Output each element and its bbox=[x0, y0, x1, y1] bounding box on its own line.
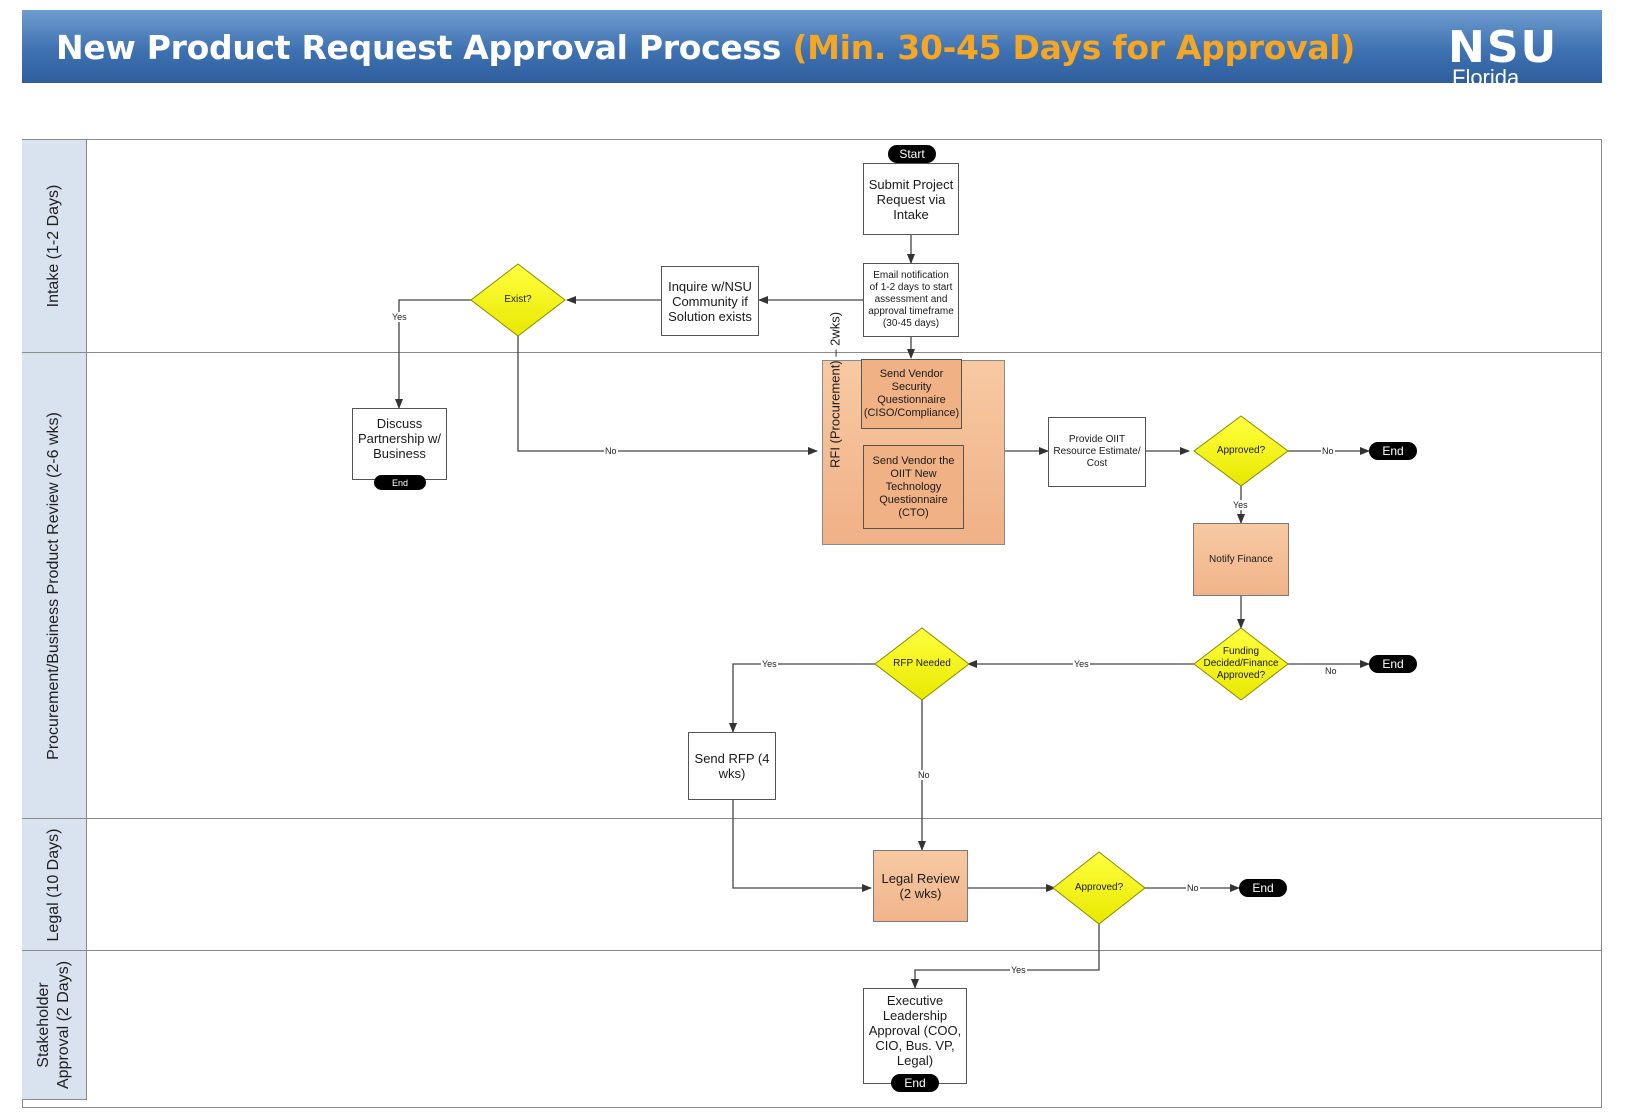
node-oiit-questionnaire: Send Vendor the OIIT New Technology Ques… bbox=[863, 445, 964, 529]
decision-approved1-label: Approved? bbox=[1216, 445, 1266, 456]
approved1-end-terminator: End bbox=[1369, 442, 1417, 460]
edge-exist-no bbox=[517, 336, 818, 455]
edge-sendrfp-legal bbox=[732, 800, 872, 892]
node-notify-finance: Notify Finance bbox=[1193, 523, 1289, 596]
lane-header-procurement: Procurement/Business Product Review (2-6… bbox=[22, 353, 87, 819]
label-funding-no: No bbox=[1324, 666, 1338, 676]
page-title: New Product Request Approval Process (Mi… bbox=[56, 28, 1355, 67]
label-exist-no: No bbox=[604, 446, 618, 456]
funding-end-terminator: End bbox=[1369, 655, 1417, 673]
decision-approved2-label: Approved? bbox=[1074, 882, 1124, 893]
label-approved2-yes: Yes bbox=[1010, 965, 1027, 975]
decision-approved1 bbox=[1193, 415, 1289, 487]
node-legal-review: Legal Review (2 wks) bbox=[873, 850, 968, 922]
node-provide-estimate: Provide OIIT Resource Estimate/ Cost bbox=[1048, 417, 1146, 487]
node-executive-approval: Executive Leadership Approval (COO, CIO,… bbox=[863, 988, 967, 1084]
discuss-end-terminator: End bbox=[374, 475, 426, 490]
logo-main-text: NSU bbox=[1448, 22, 1559, 73]
label-rfp-yes: Yes bbox=[761, 659, 778, 669]
lane-header-intake: Intake (1-2 Days) bbox=[22, 140, 87, 353]
edge-rfp-yes bbox=[729, 663, 875, 733]
decision-exist-label: Exist? bbox=[504, 294, 532, 305]
title-highlight: (Min. 30-45 Days for Approval) bbox=[792, 28, 1356, 67]
approved2-end-terminator: End bbox=[1239, 879, 1287, 897]
lane-procurement bbox=[22, 353, 1602, 819]
decision-rfp-needed bbox=[874, 627, 970, 701]
node-discuss-partnership: Discuss Partnership w/ Business bbox=[352, 408, 447, 480]
label-approved1-no: No bbox=[1321, 446, 1335, 456]
decision-exist bbox=[470, 263, 566, 337]
label-approved1-yes: Yes bbox=[1232, 500, 1249, 510]
lane-legal bbox=[22, 819, 1602, 951]
title-main: New Product Request Approval Process bbox=[56, 28, 782, 67]
nsu-logo: NSU Florida bbox=[1448, 22, 1610, 90]
edge-exist-yes bbox=[395, 299, 472, 409]
lane-header-legal: Legal (10 Days) bbox=[22, 819, 87, 951]
node-email-notification: Email notification of 1-2 days to start … bbox=[863, 263, 959, 337]
edge-approved2-yes bbox=[911, 924, 1100, 989]
decision-funding-label: Funding Decided/Finance Approved? bbox=[1203, 646, 1279, 681]
node-security-questionnaire: Send Vendor Security Questionnaire (CISO… bbox=[861, 359, 962, 429]
decision-rfp-needed-label: RFP Needed bbox=[893, 658, 951, 669]
decision-funding bbox=[1193, 627, 1289, 701]
title-bar: New Product Request Approval Process (Mi… bbox=[22, 10, 1602, 90]
start-terminator: Start bbox=[888, 145, 936, 163]
node-submit-request: Submit Project Request via Intake bbox=[863, 163, 959, 235]
label-approved2-no: No bbox=[1186, 883, 1200, 893]
decision-approved2 bbox=[1052, 851, 1146, 925]
subtitle-bar bbox=[22, 83, 1602, 140]
label-rfp-no: No bbox=[917, 770, 931, 780]
lane-intake bbox=[22, 140, 1602, 353]
executive-end-terminator: End bbox=[891, 1074, 939, 1092]
label-funding-yes: Yes bbox=[1073, 659, 1090, 669]
node-inquire-community: Inquire w/NSU Community if Solution exis… bbox=[661, 266, 759, 336]
node-send-rfp: Send RFP (4 wks) bbox=[688, 732, 776, 800]
label-exist-yes: Yes bbox=[391, 312, 408, 322]
